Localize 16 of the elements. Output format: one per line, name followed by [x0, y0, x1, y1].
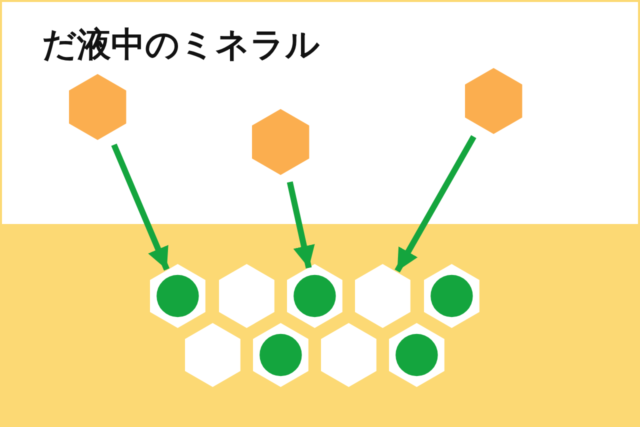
- filled-hexagon: [424, 264, 480, 328]
- filled-hexagon: [253, 323, 309, 387]
- arrow: [286, 181, 315, 269]
- empty-hexagon: [355, 264, 411, 328]
- arrow: [394, 135, 476, 272]
- filled-hexagon: [389, 323, 445, 387]
- mineral-hexagon: [252, 109, 310, 175]
- title: だ液中のミネラル: [42, 24, 320, 67]
- filled-hexagon: [150, 264, 206, 328]
- mineral-hexagon: [465, 68, 523, 134]
- filled-hexagon: [287, 264, 343, 328]
- empty-hexagon: [321, 323, 377, 387]
- empty-hexagon: [185, 323, 241, 387]
- arrow: [111, 144, 170, 271]
- mineral-hexagon: [69, 74, 127, 140]
- empty-hexagon: [219, 264, 275, 328]
